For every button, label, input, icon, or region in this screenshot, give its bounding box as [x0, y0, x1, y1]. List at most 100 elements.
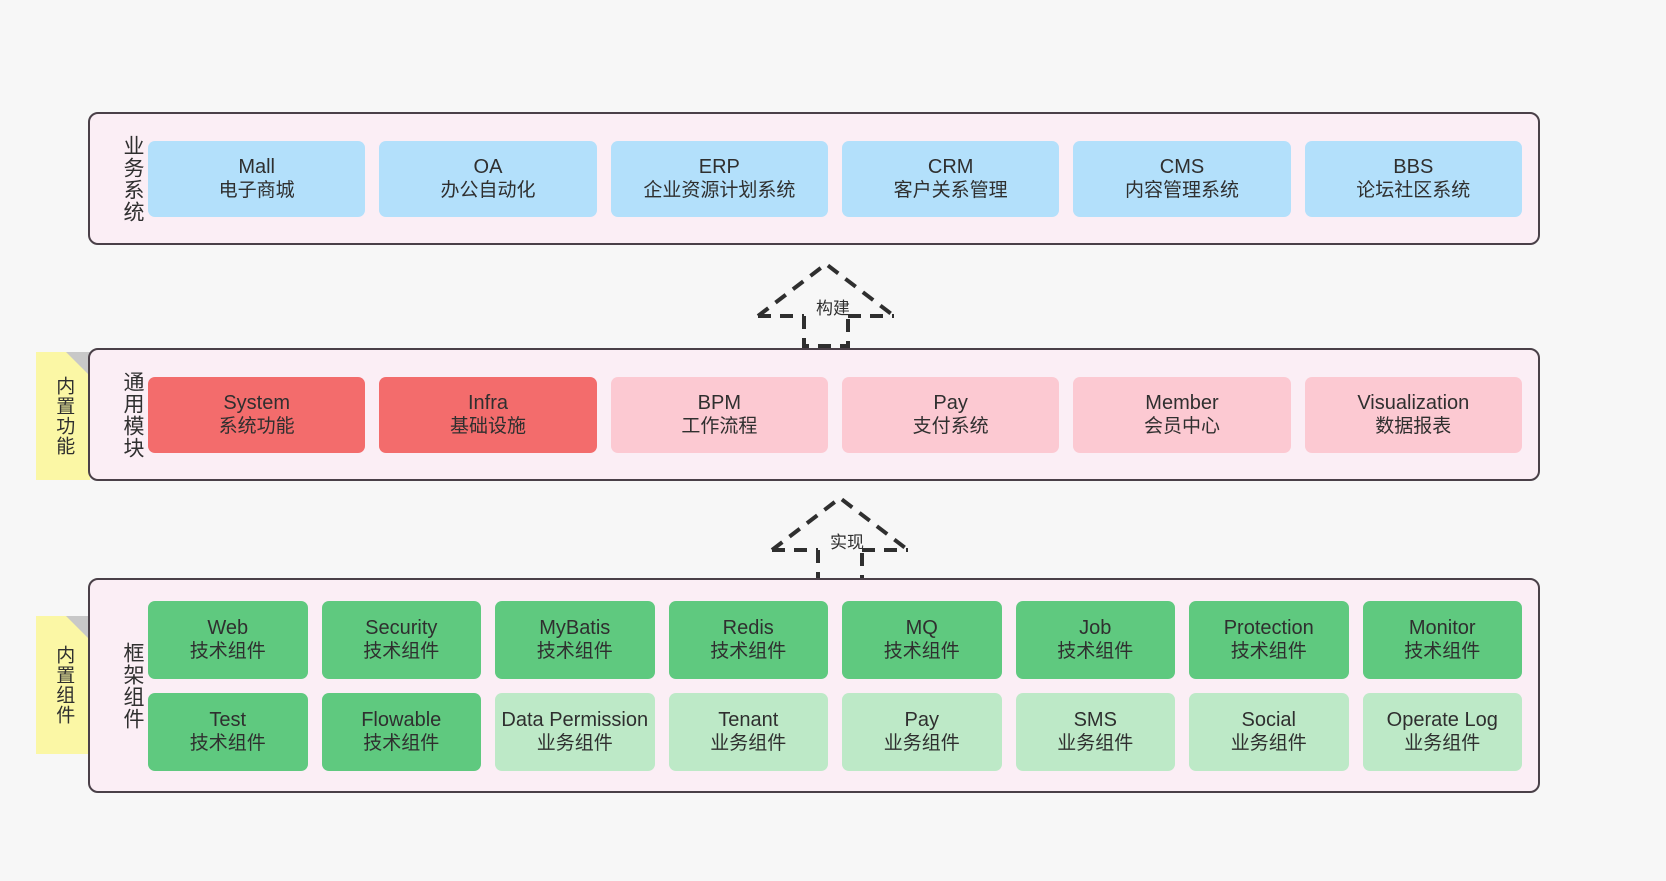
card-pay-module[interactable]: Pay 支付系统 [841, 376, 1060, 453]
card-title-en: Infra [467, 391, 508, 414]
note-builtin-function: 内置功能 [36, 352, 90, 480]
card-mybatis[interactable]: MyBatis 技术组件 [495, 600, 655, 679]
card-pay-component[interactable]: Pay 业务组件 [842, 692, 1002, 771]
card-bbs[interactable]: BBS 论坛社区系统 [1304, 140, 1522, 217]
layer-title-common: 通用模块 [121, 370, 144, 459]
note-builtin-component: 内置组件 [36, 616, 90, 754]
card-title-cn: 业务组件 [883, 733, 960, 755]
card-system[interactable]: System 系统功能 [148, 376, 366, 453]
card-title-en: CRM [927, 155, 974, 178]
card-test[interactable]: Test 技术组件 [148, 692, 308, 771]
card-title-en: ERP [698, 155, 740, 178]
layer-common-modules: 通用模块 System 系统功能 Infra 基础设施 BPM 工作流程 Pay… [88, 348, 1540, 481]
card-redis[interactable]: Redis 技术组件 [668, 600, 828, 679]
card-title-en: Test [209, 708, 247, 731]
card-bpm[interactable]: BPM 工作流程 [610, 376, 828, 453]
card-title-en: Mall [238, 155, 275, 178]
card-title-en: Web [207, 616, 249, 639]
card-security[interactable]: Security 技术组件 [321, 600, 481, 679]
card-title-cn: 论坛社区系统 [1356, 180, 1471, 202]
card-row: Test 技术组件 Flowable 技术组件 Data Permission … [148, 692, 1522, 771]
card-title-en: MyBatis [539, 616, 611, 639]
connector-build: 构建 [748, 258, 918, 348]
note-label: 内置功能 [53, 376, 75, 456]
card-mall[interactable]: Mall 电子商城 [148, 140, 366, 217]
card-title-en: Protection [1223, 616, 1314, 639]
card-erp[interactable]: ERP 企业资源计划系统 [610, 140, 828, 217]
card-member[interactable]: Member 会员中心 [1073, 376, 1291, 453]
card-title-cn: 内容管理系统 [1124, 180, 1239, 202]
card-row: System 系统功能 Infra 基础设施 BPM 工作流程 Pay 支付系统… [148, 376, 1522, 453]
card-tenant[interactable]: Tenant 业务组件 [668, 692, 828, 771]
card-cms[interactable]: CMS 内容管理系统 [1073, 140, 1291, 217]
card-title-en: Redis [722, 616, 774, 639]
layer-title-business: 业务系统 [121, 134, 144, 223]
card-title-cn: 技术组件 [363, 733, 440, 755]
card-operate-log[interactable]: Operate Log 业务组件 [1362, 692, 1522, 771]
card-oa[interactable]: OA 办公自动化 [379, 140, 597, 217]
card-title-cn: 系统功能 [218, 416, 295, 438]
layer-body-framework: Web 技术组件 Security 技术组件 MyBatis 技术组件 Redi… [144, 580, 1538, 791]
layer-title-framework: 框架组件 [121, 641, 144, 730]
card-title-cn: 业务组件 [710, 733, 787, 755]
card-title-en: Security [365, 616, 438, 639]
card-title-cn: 技术组件 [536, 641, 613, 663]
card-title-en: Social [1241, 708, 1296, 731]
layer-framework-components: 框架组件 Web 技术组件 Security 技术组件 MyBatis 技术组件… [88, 578, 1540, 793]
card-title-en: Visualization [1357, 391, 1470, 414]
card-title-cn: 技术组件 [363, 641, 440, 663]
card-title-en: Monitor [1408, 616, 1476, 639]
card-row: Web 技术组件 Security 技术组件 MyBatis 技术组件 Redi… [148, 600, 1522, 679]
note-label: 内置组件 [53, 645, 75, 725]
card-title-cn: 会员中心 [1143, 416, 1220, 438]
card-title-cn: 技术组件 [1057, 641, 1134, 663]
layer-body-business: Mall 电子商城 OA 办公自动化 ERP 企业资源计划系统 CRM 客户关系… [144, 114, 1538, 243]
card-title-cn: 基础设施 [449, 416, 526, 438]
card-crm[interactable]: CRM 客户关系管理 [841, 140, 1060, 217]
card-title-cn: 业务组件 [1057, 733, 1134, 755]
card-title-en: Member [1145, 391, 1219, 414]
card-title-cn: 技术组件 [883, 641, 960, 663]
card-social[interactable]: Social 业务组件 [1189, 692, 1349, 771]
dashed-hollow-arrow-icon [756, 261, 896, 348]
card-title-en: Data Permission [501, 708, 649, 731]
card-title-en: BPM [697, 391, 741, 414]
card-title-cn: 业务组件 [1230, 733, 1307, 755]
card-title-en: Pay [904, 708, 939, 731]
card-protection[interactable]: Protection 技术组件 [1189, 600, 1349, 679]
card-row: Mall 电子商城 OA 办公自动化 ERP 企业资源计划系统 CRM 客户关系… [148, 140, 1522, 217]
card-title-en: System [223, 391, 290, 414]
card-monitor[interactable]: Monitor 技术组件 [1362, 600, 1522, 679]
card-title-cn: 业务组件 [1404, 733, 1481, 755]
note-fold-corner-icon [66, 352, 90, 376]
card-title-cn: 业务组件 [536, 733, 613, 755]
connector-implement: 实现 [762, 492, 932, 582]
card-title-en: BBS [1393, 155, 1434, 178]
note-fold-corner-icon [66, 616, 90, 640]
card-title-cn: 电子商城 [218, 180, 295, 202]
card-title-cn: 技术组件 [710, 641, 787, 663]
card-infra[interactable]: Infra 基础设施 [379, 376, 597, 453]
card-job[interactable]: Job 技术组件 [1015, 600, 1175, 679]
card-title-en: Operate Log [1386, 708, 1498, 731]
card-title-en: Pay [933, 391, 968, 414]
connector-label-implement: 实现 [830, 533, 864, 552]
card-title-en: SMS [1073, 708, 1117, 731]
card-title-en: CMS [1159, 155, 1205, 178]
card-title-en: Tenant [718, 708, 779, 731]
card-flowable[interactable]: Flowable 技术组件 [321, 692, 481, 771]
card-visualization[interactable]: Visualization 数据报表 [1304, 376, 1522, 453]
card-data-permission[interactable]: Data Permission 业务组件 [495, 692, 655, 771]
card-sms[interactable]: SMS 业务组件 [1015, 692, 1175, 771]
card-web[interactable]: Web 技术组件 [148, 600, 308, 679]
card-mq[interactable]: MQ 技术组件 [842, 600, 1002, 679]
card-title-cn: 数据报表 [1375, 416, 1452, 438]
card-title-cn: 支付系统 [912, 416, 989, 438]
card-title-cn: 工作流程 [681, 416, 758, 438]
card-title-cn: 技术组件 [189, 641, 266, 663]
layer-body-common: System 系统功能 Infra 基础设施 BPM 工作流程 Pay 支付系统… [144, 350, 1538, 479]
card-title-en: Flowable [361, 708, 442, 731]
card-title-en: MQ [905, 616, 938, 639]
card-title-en: Job [1079, 616, 1112, 639]
